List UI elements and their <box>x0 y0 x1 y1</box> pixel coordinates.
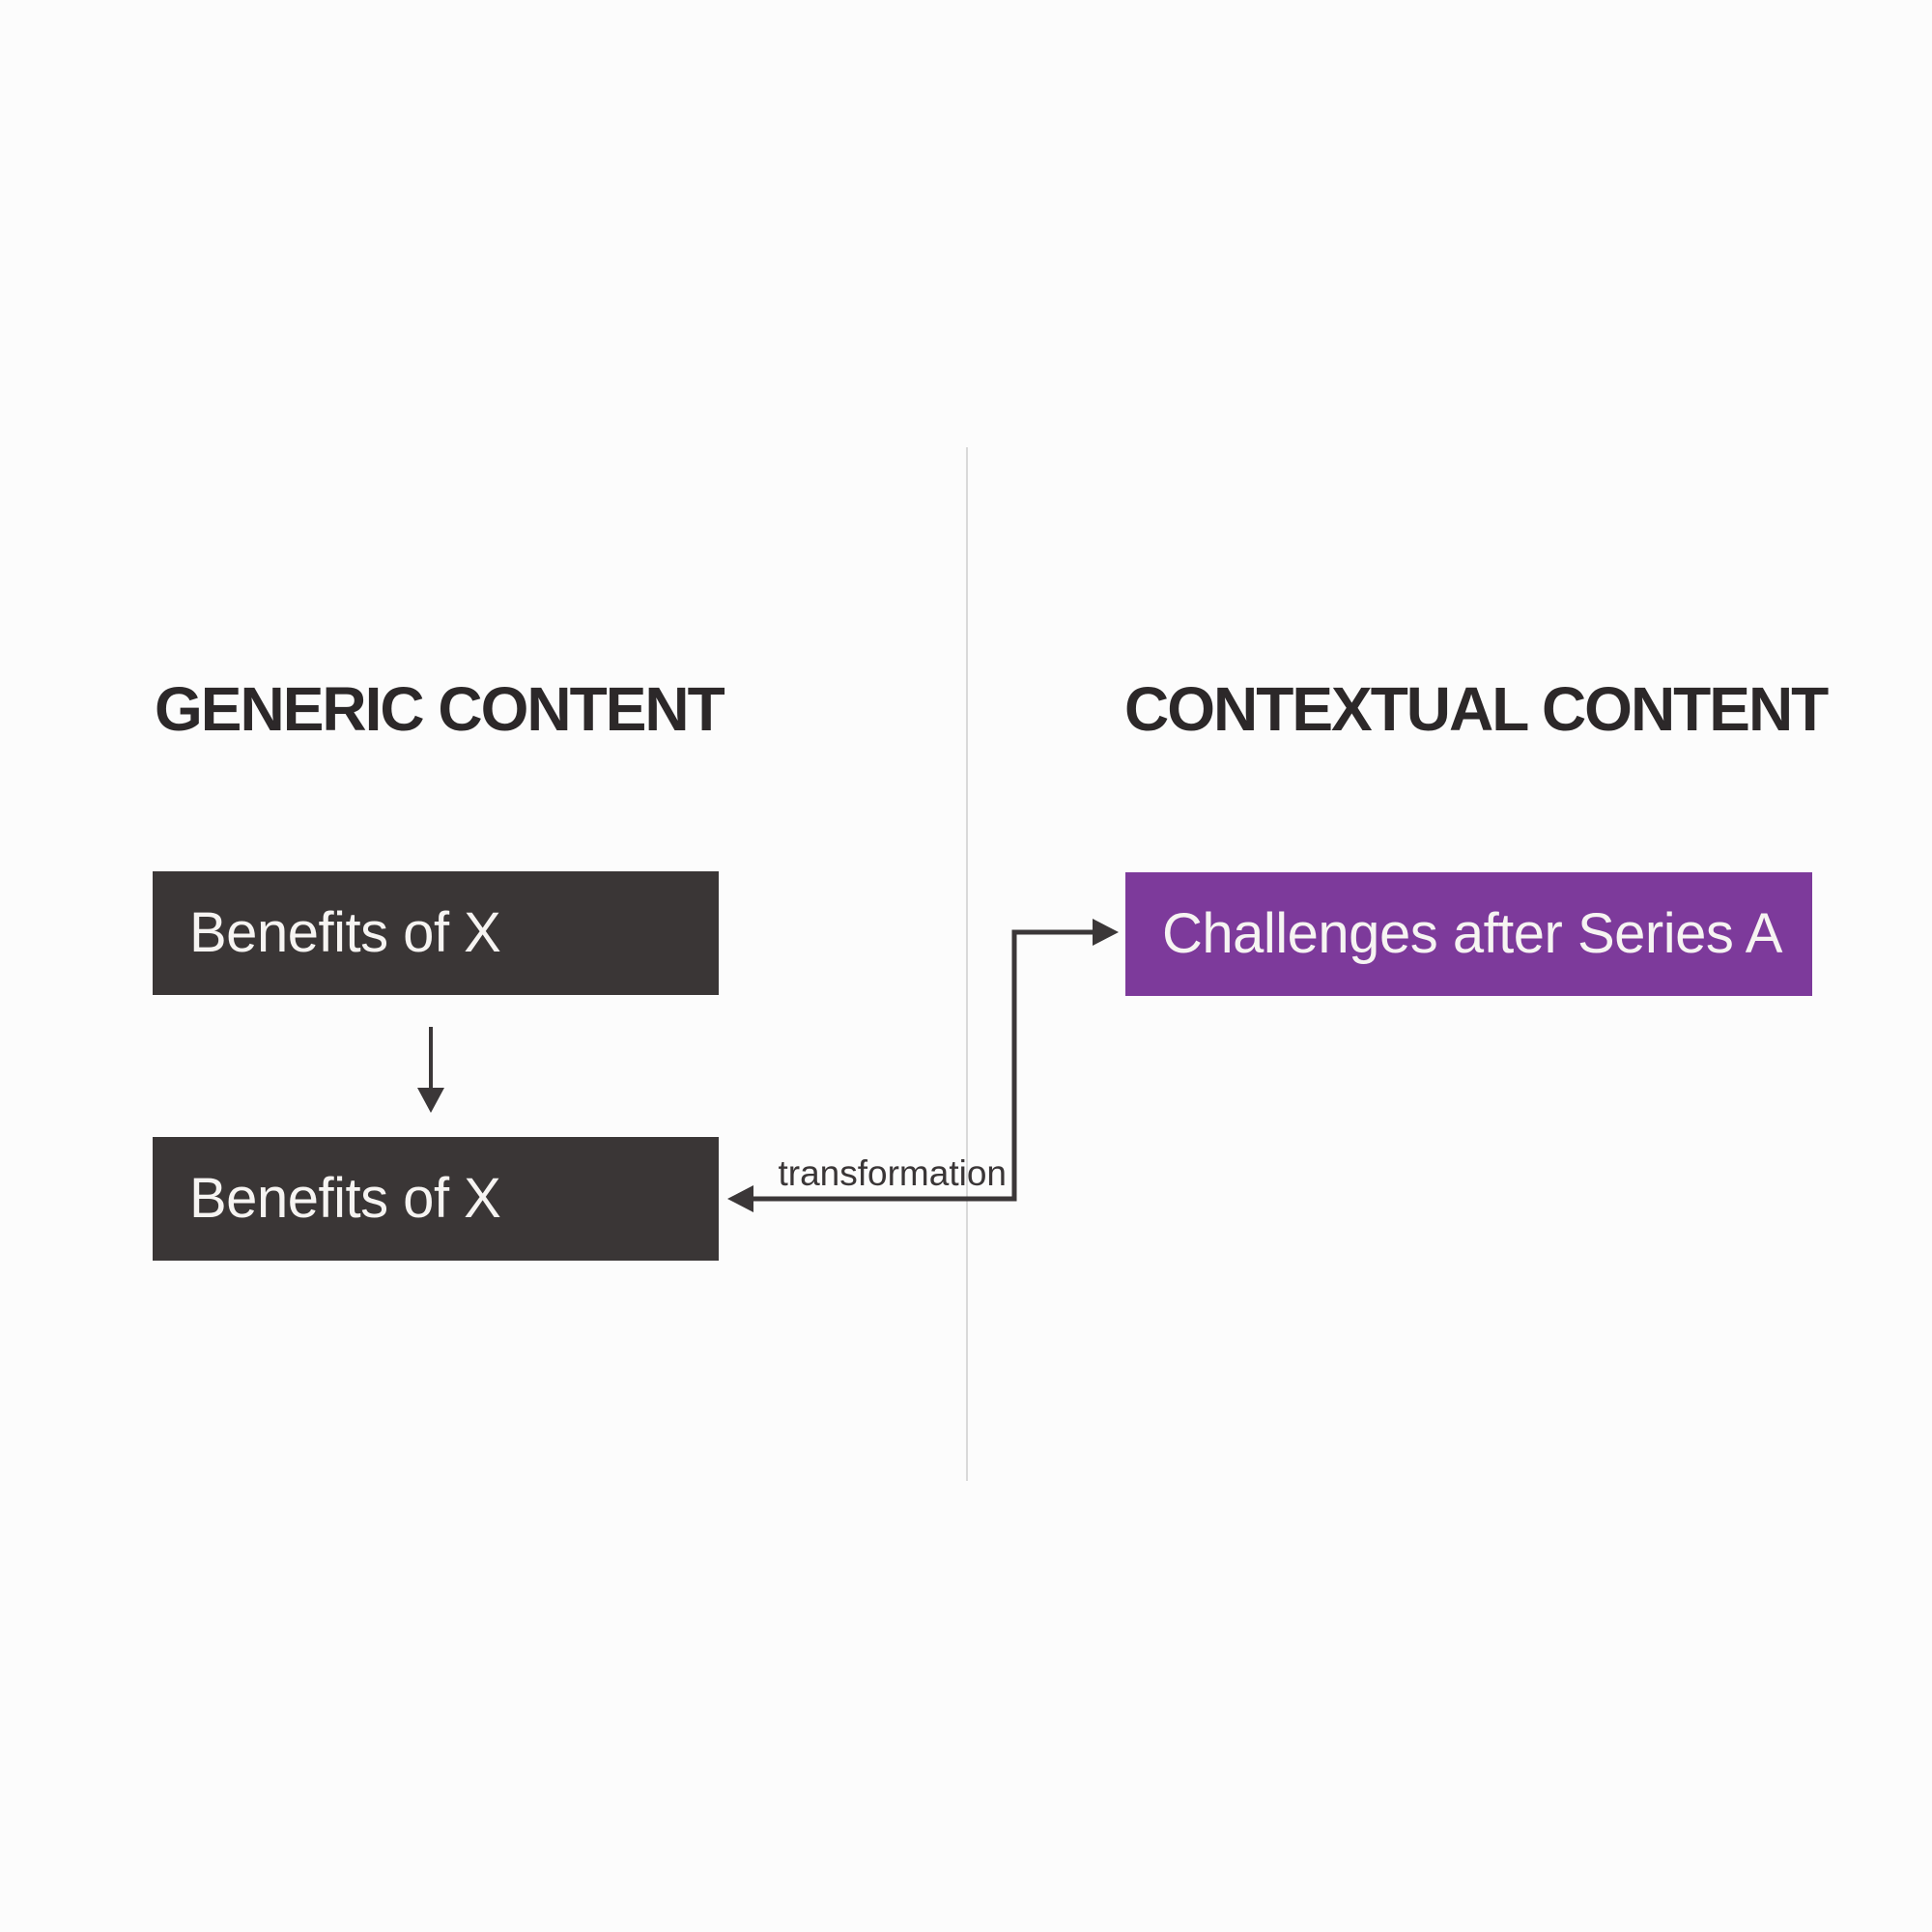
contextual-content-heading: CONTEXTUAL CONTENT <box>1124 674 1829 744</box>
benefits-box-bottom: Benefits of X <box>153 1137 719 1261</box>
arrowhead-right-icon <box>1093 919 1119 946</box>
challenges-box: Challenges after Series A <box>1125 872 1812 996</box>
benefits-box-top: Benefits of X <box>153 871 719 995</box>
benefits-box-bottom-label: Benefits of X <box>189 1167 501 1230</box>
generic-content-heading: GENERIC CONTENT <box>155 674 725 744</box>
benefits-box-top-label: Benefits of X <box>189 901 501 964</box>
challenges-box-label: Challenges after Series A <box>1162 902 1782 965</box>
transformation-label: transformation <box>778 1153 1008 1193</box>
down-arrow-icon <box>417 1027 444 1113</box>
divider-line <box>966 447 968 1481</box>
